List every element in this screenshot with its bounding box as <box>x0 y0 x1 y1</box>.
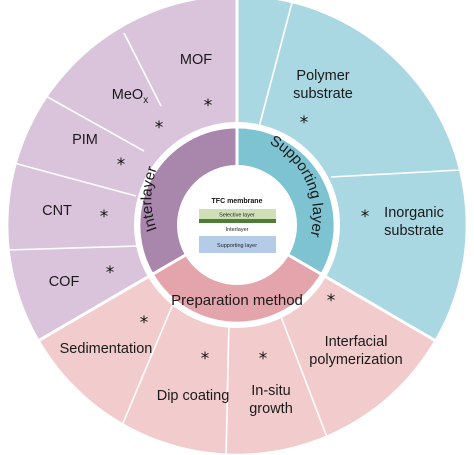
inner-label-interlayer: Interlayer <box>138 164 160 234</box>
supporting-layer-label: Supporting layer <box>217 243 257 249</box>
supporting-substrates: Polymer substrate * Inorganic substrate … <box>293 68 444 239</box>
supporting-layer-band <box>199 236 276 253</box>
label-interfacial: Interfacial <box>325 334 388 350</box>
preparation-methods: Sedimentation * Dip coating * In-situ gr… <box>60 291 403 417</box>
label-dip-coating: Dip coating <box>157 388 230 404</box>
interlayer-label: Interlayer <box>226 227 249 233</box>
star-cnt: * <box>100 207 109 227</box>
star-sedimentation: * <box>140 313 149 333</box>
selective-layer-label: Selective layer <box>219 213 255 219</box>
interlayer-materials: MOF * MeOx * PIM * CNT * COF * <box>42 52 212 290</box>
label-growth: growth <box>249 401 293 417</box>
star-cof: * <box>106 263 115 283</box>
selective-layer-band <box>199 209 276 219</box>
label-meox-main: MeO <box>112 87 143 103</box>
label-cof: COF <box>49 274 80 290</box>
label-inorganic-substrate: substrate <box>384 223 444 239</box>
star-dip-coating: * <box>201 349 210 369</box>
outer-dividers <box>7 0 461 455</box>
star-pim: * <box>117 155 126 175</box>
membrane-title: TFC membrane <box>212 198 263 205</box>
label-polymer: Polymer <box>296 68 349 84</box>
label-mof: MOF <box>180 52 212 68</box>
label-sedimentation: Sedimentation <box>60 341 153 357</box>
label-polymer-substrate: substrate <box>293 86 353 102</box>
star-mof: * <box>204 96 213 116</box>
star-inorganic-substrate: * <box>361 207 370 227</box>
label-in-situ: In-situ <box>251 383 291 399</box>
label-polymerization: polymerization <box>309 352 403 368</box>
label-meox-subscript: x <box>143 95 148 106</box>
label-cnt: CNT <box>42 203 72 219</box>
label-meox: MeOx <box>112 87 148 106</box>
label-pim: PIM <box>72 132 98 148</box>
center-circle <box>177 165 297 285</box>
outer-sector-preparation-method <box>39 225 435 454</box>
inner-label-preparation-method: Preparation method <box>171 292 303 309</box>
star-polymer-substrate: * <box>300 113 309 133</box>
star-meox: * <box>155 118 164 138</box>
star-in-situ-growth: * <box>259 349 268 369</box>
interlayer-band <box>199 219 276 223</box>
tfc-membrane-illustration: TFC membrane Selective layer Interlayer … <box>199 198 276 253</box>
label-inorganic: Inorganic <box>384 205 444 221</box>
inner-label-interlayer-text: Interlayer <box>138 164 160 234</box>
star-interfacial-polymerization: * <box>327 291 336 311</box>
outer-ring <box>8 0 466 454</box>
